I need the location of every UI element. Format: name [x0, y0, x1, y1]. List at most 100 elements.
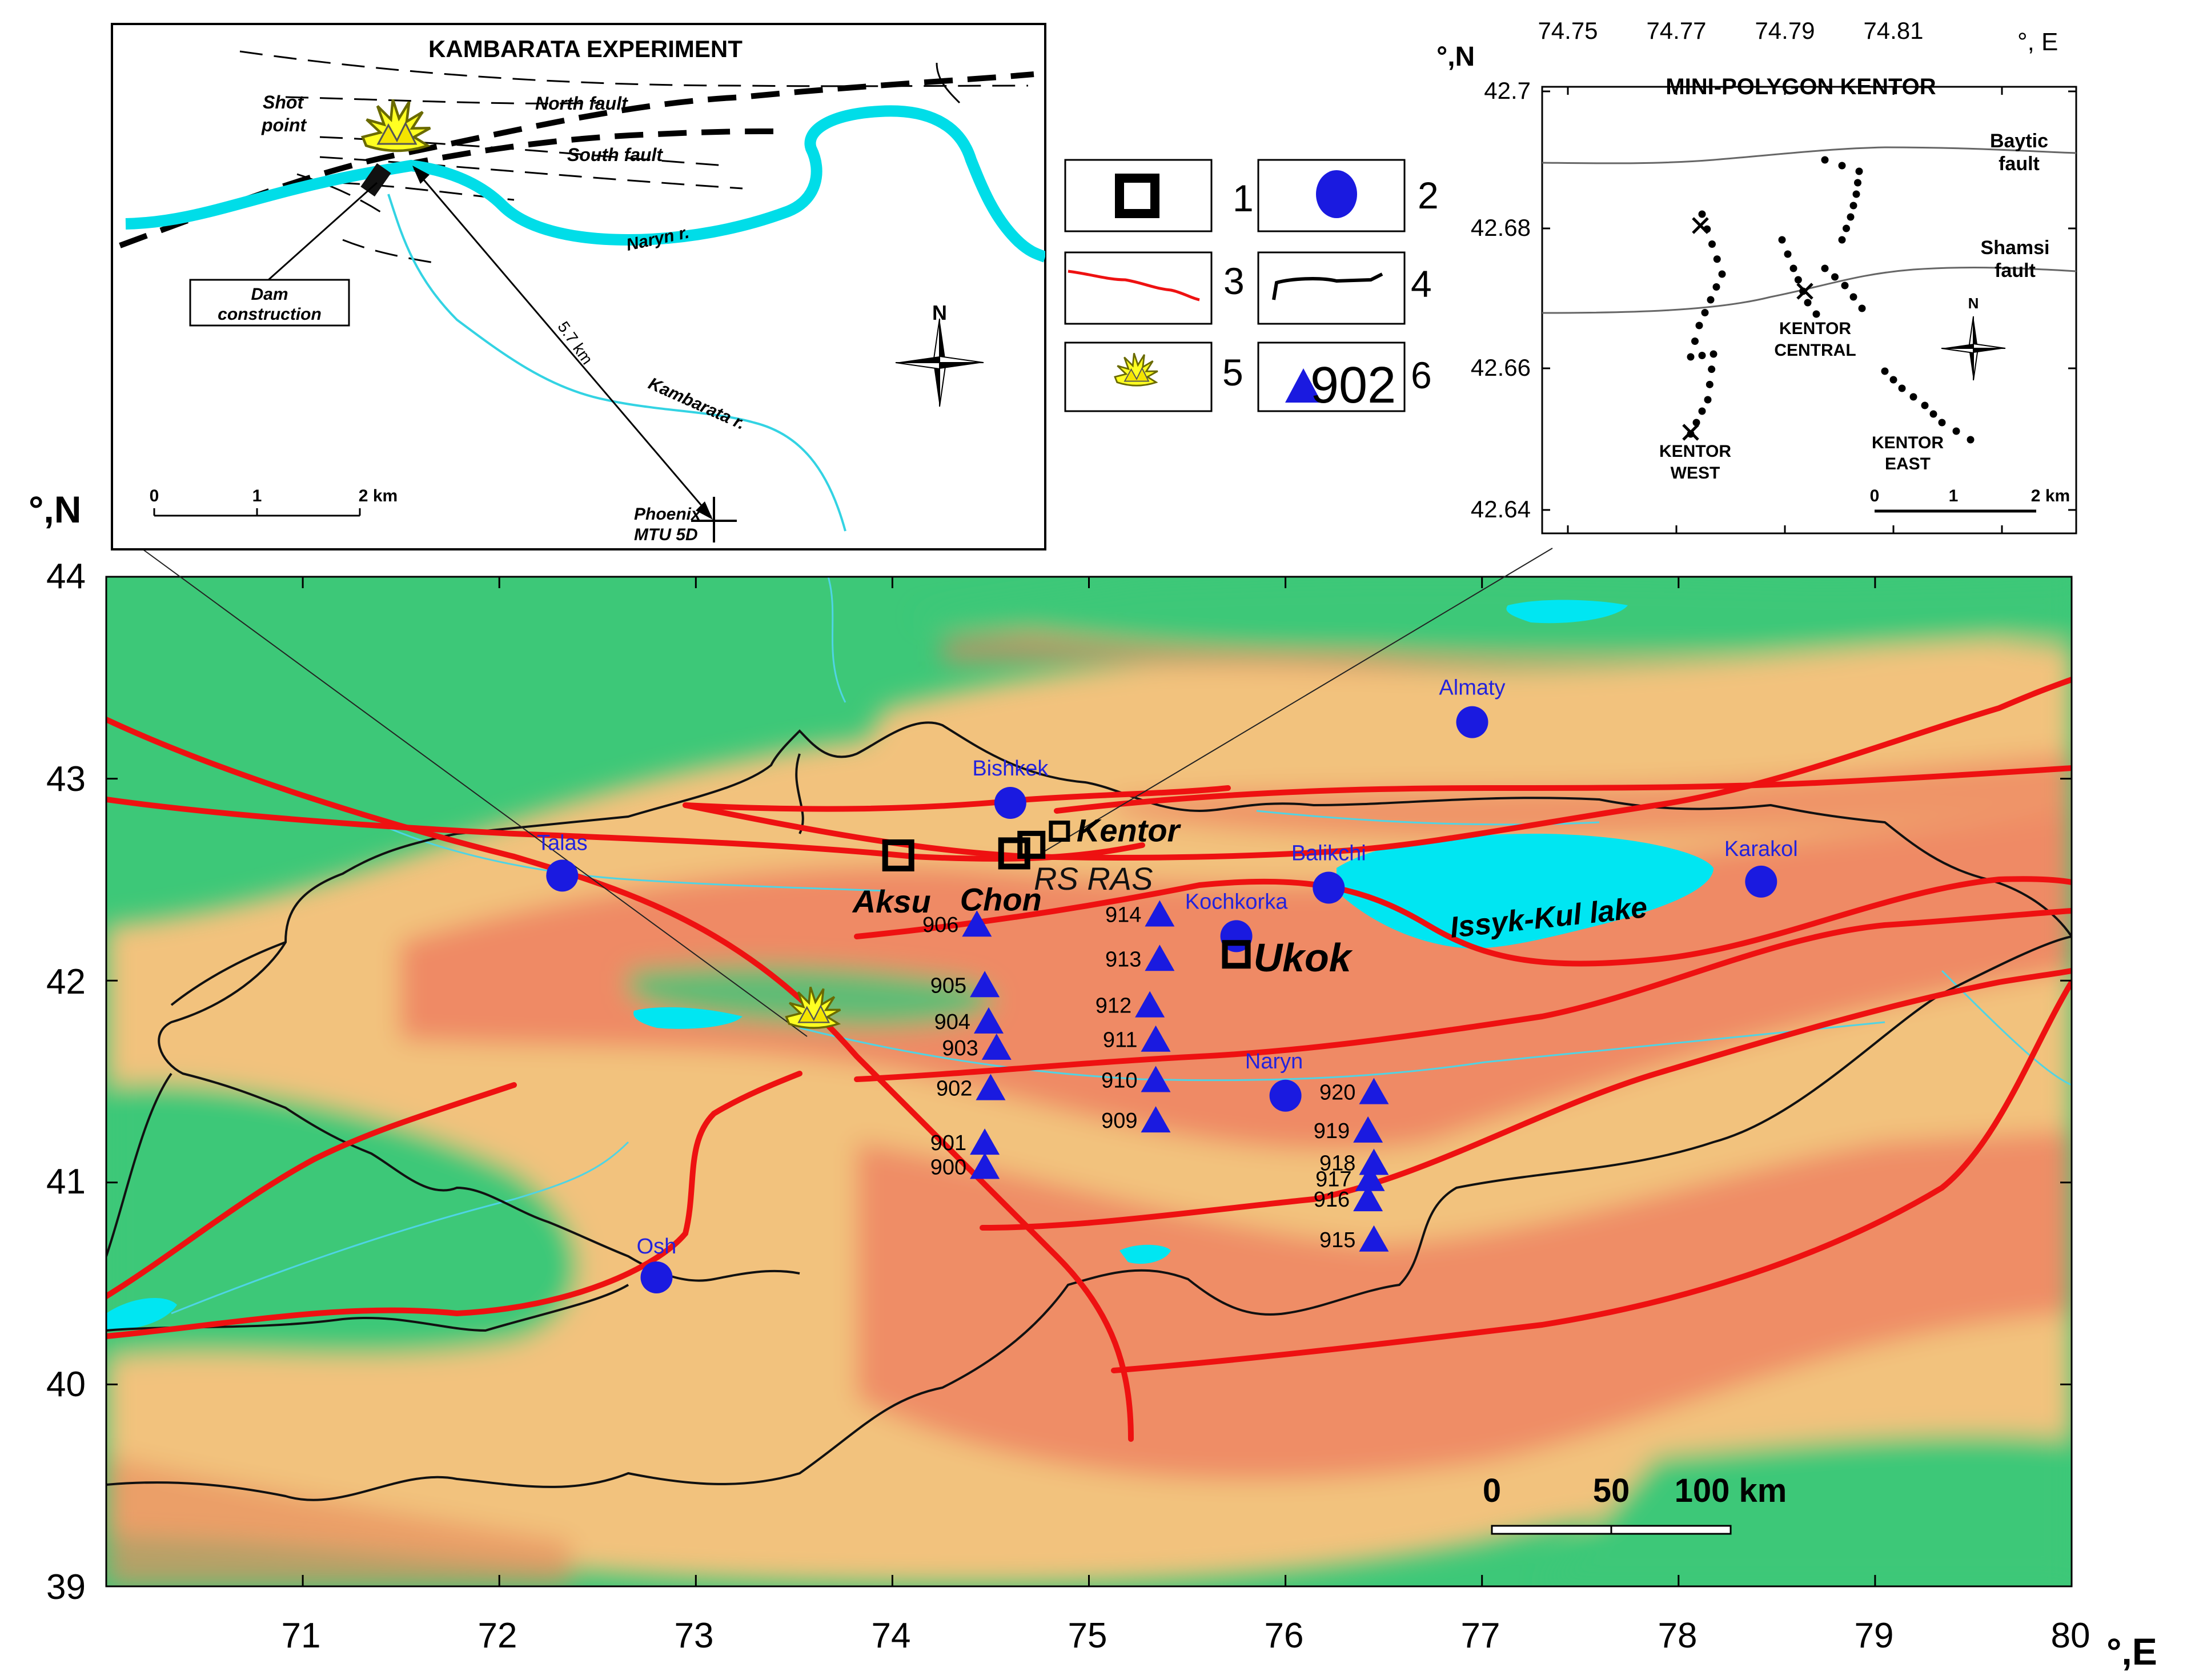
kentor-station-dot [1695, 321, 1703, 329]
station-919: 919 [1314, 1116, 1383, 1143]
kentor-station-dot [1698, 407, 1706, 415]
scale-label: 1 [1949, 487, 1959, 505]
kambarata-title: KAMBARATA EXPERIMENT [428, 35, 743, 62]
kentor-station-dot [1881, 367, 1889, 375]
city-almaty: Almaty [1439, 676, 1506, 738]
station-909: 909 [1101, 1106, 1171, 1133]
kentor-lat-tick: 42.7 [1484, 77, 1531, 104]
kentor-station-dot [1889, 376, 1897, 384]
legend-box [1064, 251, 1213, 325]
station-label: 901 [930, 1131, 966, 1155]
station-triangle [1145, 900, 1175, 927]
site-square-icon [1115, 174, 1159, 218]
kentor-station-dot [1921, 401, 1929, 409]
north-label: N [932, 301, 947, 324]
station-label: 919 [1314, 1119, 1350, 1143]
site-label: Ukok [1254, 935, 1353, 980]
station-triangle [1145, 945, 1175, 971]
station-triangle [1359, 1078, 1389, 1104]
station-triangle [1141, 1025, 1171, 1052]
north-fault-label: North fault [535, 93, 628, 114]
city-marker [994, 787, 1026, 819]
city-naryn: Naryn [1245, 1050, 1303, 1112]
site-marker [1222, 940, 1251, 969]
station-911: 911 [1103, 1025, 1171, 1052]
station-905: 905 [930, 971, 1000, 998]
kentor-station-dot [1692, 419, 1700, 427]
distance-arrow [413, 168, 712, 517]
lon-tick-label: 77 [1461, 1616, 1500, 1655]
kentor-stations [1687, 156, 1975, 444]
kentor-station-dot [1691, 337, 1699, 345]
fault-line-icon [1068, 270, 1200, 302]
scale-label: 100 km [1675, 1472, 1787, 1509]
legend-number: 2 [1418, 174, 1439, 216]
axis-ticks [106, 577, 2073, 1586]
lon-tick-label: 80 [2051, 1616, 2090, 1655]
kentor-station-dot [1794, 276, 1802, 284]
kentor-station-dot [1707, 296, 1715, 304]
cross-icon [1796, 283, 1813, 300]
kentor-lon-tick: 74.79 [1755, 17, 1815, 44]
station-label: 915 [1319, 1228, 1355, 1252]
kambarata-river [387, 194, 846, 532]
dam-pointer-line [267, 182, 378, 281]
lon-tick-label: 76 [1265, 1616, 1304, 1655]
kentor-title: MINI-POLYGON KENTOR [1666, 74, 1936, 99]
kentor-station-dot [1698, 210, 1706, 218]
dam-label-box [189, 279, 350, 327]
kentor-station-dot [1838, 162, 1846, 170]
kentor-station-dot [1852, 190, 1860, 198]
dam-marker [360, 163, 391, 197]
kentor-station-dot [1838, 236, 1846, 244]
station-900: 900 [930, 1152, 1000, 1180]
kentor-west-label: KENTOR [1659, 442, 1731, 461]
city-label: Kochkorka [1185, 890, 1288, 914]
kentor-station-dot [1909, 393, 1917, 401]
kentor-station-dot [1698, 352, 1706, 359]
small-lake-north [1506, 600, 1628, 624]
city-marker [546, 859, 579, 892]
city-label: Naryn [1245, 1050, 1303, 1074]
city-label: Bishkek [972, 757, 1049, 781]
kentor-station-dot [1778, 236, 1786, 244]
phoenix-label: MTU 5D [634, 525, 698, 544]
site-label: Kentor [1077, 813, 1182, 849]
station-903: 903 [942, 1033, 1012, 1060]
legend-number: 5 [1222, 351, 1243, 393]
scale-label: 0 [150, 487, 159, 505]
kentor-station-dot [1843, 224, 1850, 232]
station-label: 914 [1105, 903, 1141, 927]
city-osh: Osh [637, 1235, 676, 1293]
kambarata-inset: KAMBARATA EXPERIMENT Shot point North fa… [111, 23, 1046, 550]
border-line-icon [1272, 272, 1383, 300]
kentor-station-dot [1847, 213, 1855, 221]
city-marker [1269, 1079, 1302, 1112]
site-ukok: Ukok [1222, 935, 1353, 980]
lon-tick-label: 72 [478, 1616, 517, 1655]
main-scale-bar: 0 50 100 km [1483, 1472, 1787, 1535]
main-map: 44 43 42 41 40 39 71 72 73 74 75 76 77 7… [29, 488, 2157, 1673]
station-label: 903 [942, 1036, 978, 1060]
kentor-station-dot [1789, 264, 1797, 272]
station-label: 916 [1314, 1188, 1350, 1212]
dam-label: construction [218, 305, 322, 324]
station-label: 918 [1319, 1151, 1355, 1175]
kentor-central-label: CENTRAL [1774, 341, 1856, 360]
station-triangle [1355, 1164, 1385, 1191]
kentor-station-dot [1929, 410, 1937, 418]
station-914: 914 [1105, 900, 1175, 927]
faults [106, 677, 2072, 1442]
station-920: 920 [1319, 1078, 1389, 1105]
kentor-inset: MINI-POLYGON KENTOR 74.75 74.77 74.79 74… [1436, 17, 2077, 534]
explosion-icon [785, 986, 841, 1029]
shamsi-label: fault [1995, 260, 2036, 282]
station-904: 904 [934, 1007, 1004, 1034]
toktogul-lake [633, 1007, 743, 1029]
scale-label: 50 [1593, 1472, 1630, 1509]
station-label: 910 [1101, 1068, 1137, 1092]
station-910: 910 [1101, 1066, 1171, 1092]
kentor-lon-tick: 74.81 [1863, 17, 1923, 44]
shot-point-label: Shot [263, 92, 304, 112]
